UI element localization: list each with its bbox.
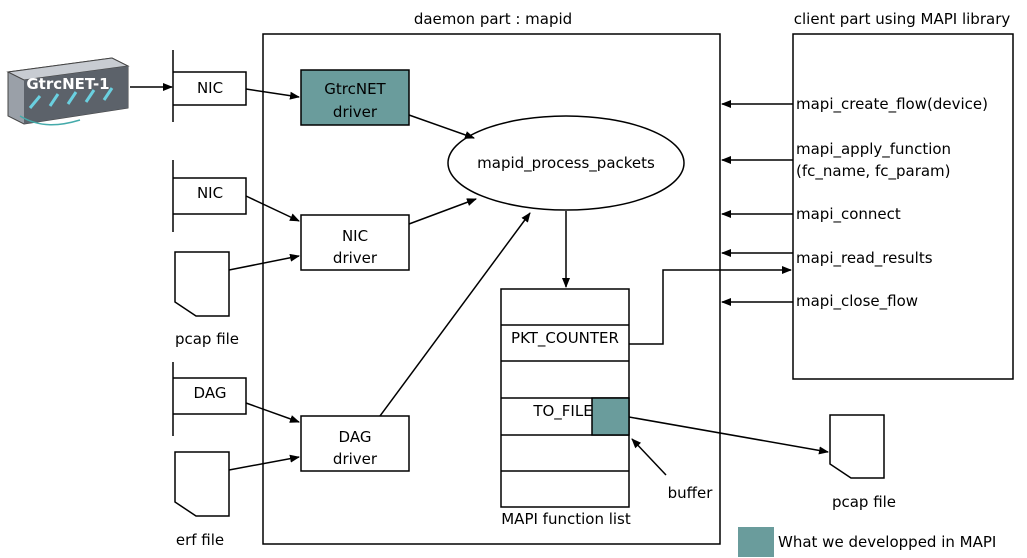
pcap-input-file	[174, 251, 230, 317]
call-apply-function-params: (fc_name, fc_param)	[796, 162, 951, 181]
buffer-block	[591, 397, 630, 436]
buffer-label: buffer	[668, 484, 714, 502]
client-box	[792, 33, 1014, 380]
nic1-bracket	[172, 50, 247, 122]
nic-driver-line2: driver	[333, 249, 378, 267]
mapid-process-packets	[447, 115, 685, 211]
dag-label: DAG	[194, 384, 227, 402]
pkt-counter-label: PKT_COUNTER	[511, 329, 619, 348]
pcap-input-label: pcap file	[175, 330, 239, 348]
legend-label: What we developped in MAPI	[778, 533, 996, 551]
erf-input-file	[174, 451, 230, 517]
dag-driver-line1: DAG	[339, 428, 372, 446]
dag-driver-line2: driver	[333, 450, 378, 468]
dag-bracket	[172, 362, 247, 436]
gtrcnet-driver	[300, 69, 410, 126]
call-create-flow: mapi_create_flow(device)	[796, 95, 988, 114]
to-file-label: TO_FILE	[532, 402, 592, 421]
arrows	[130, 83, 829, 476]
call-apply-function: mapi_apply_function	[796, 140, 951, 159]
erf-input-label: erf file	[176, 531, 224, 549]
pcap-output-file	[829, 414, 885, 479]
dag-driver	[300, 415, 410, 472]
nic-driver	[300, 214, 410, 271]
call-close-flow: mapi_close_flow	[796, 292, 918, 311]
call-connect: mapi_connect	[796, 205, 901, 224]
call-read-results: mapi_read_results	[796, 249, 933, 268]
legend-swatch	[738, 527, 774, 557]
gtrcnet-device-image: GtrcNET-1	[6, 57, 130, 126]
nic2-label: NIC	[197, 184, 223, 202]
gtrcnet-driver-line1: GtrcNET	[324, 80, 386, 98]
device-label: GtrcNET-1	[26, 75, 109, 93]
process-label: mapid_process_packets	[477, 154, 655, 173]
function-list-title: MAPI function list	[501, 510, 631, 528]
pcap-output-label: pcap file	[832, 493, 896, 511]
daemon-title: daemon part : mapid	[414, 10, 572, 28]
nic1-label: NIC	[197, 79, 223, 97]
nic-driver-line1: NIC	[342, 227, 368, 245]
gtrcnet-driver-line2: driver	[333, 103, 378, 121]
client-title: client part using MAPI library	[794, 10, 1011, 28]
